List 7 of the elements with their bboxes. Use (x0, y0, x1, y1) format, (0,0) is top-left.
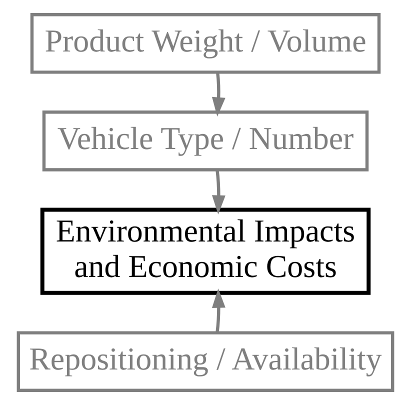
arrow (212, 170, 225, 214)
node-box: Environmental Impacts and Economic Costs (40, 208, 370, 295)
arrow (212, 288, 225, 333)
node-box: Product Weight / Volume (30, 13, 380, 74)
arrow (211, 72, 225, 117)
node-box: Repositioning / Availability (16, 331, 394, 392)
node-box: Vehicle Type / Number (42, 110, 368, 172)
